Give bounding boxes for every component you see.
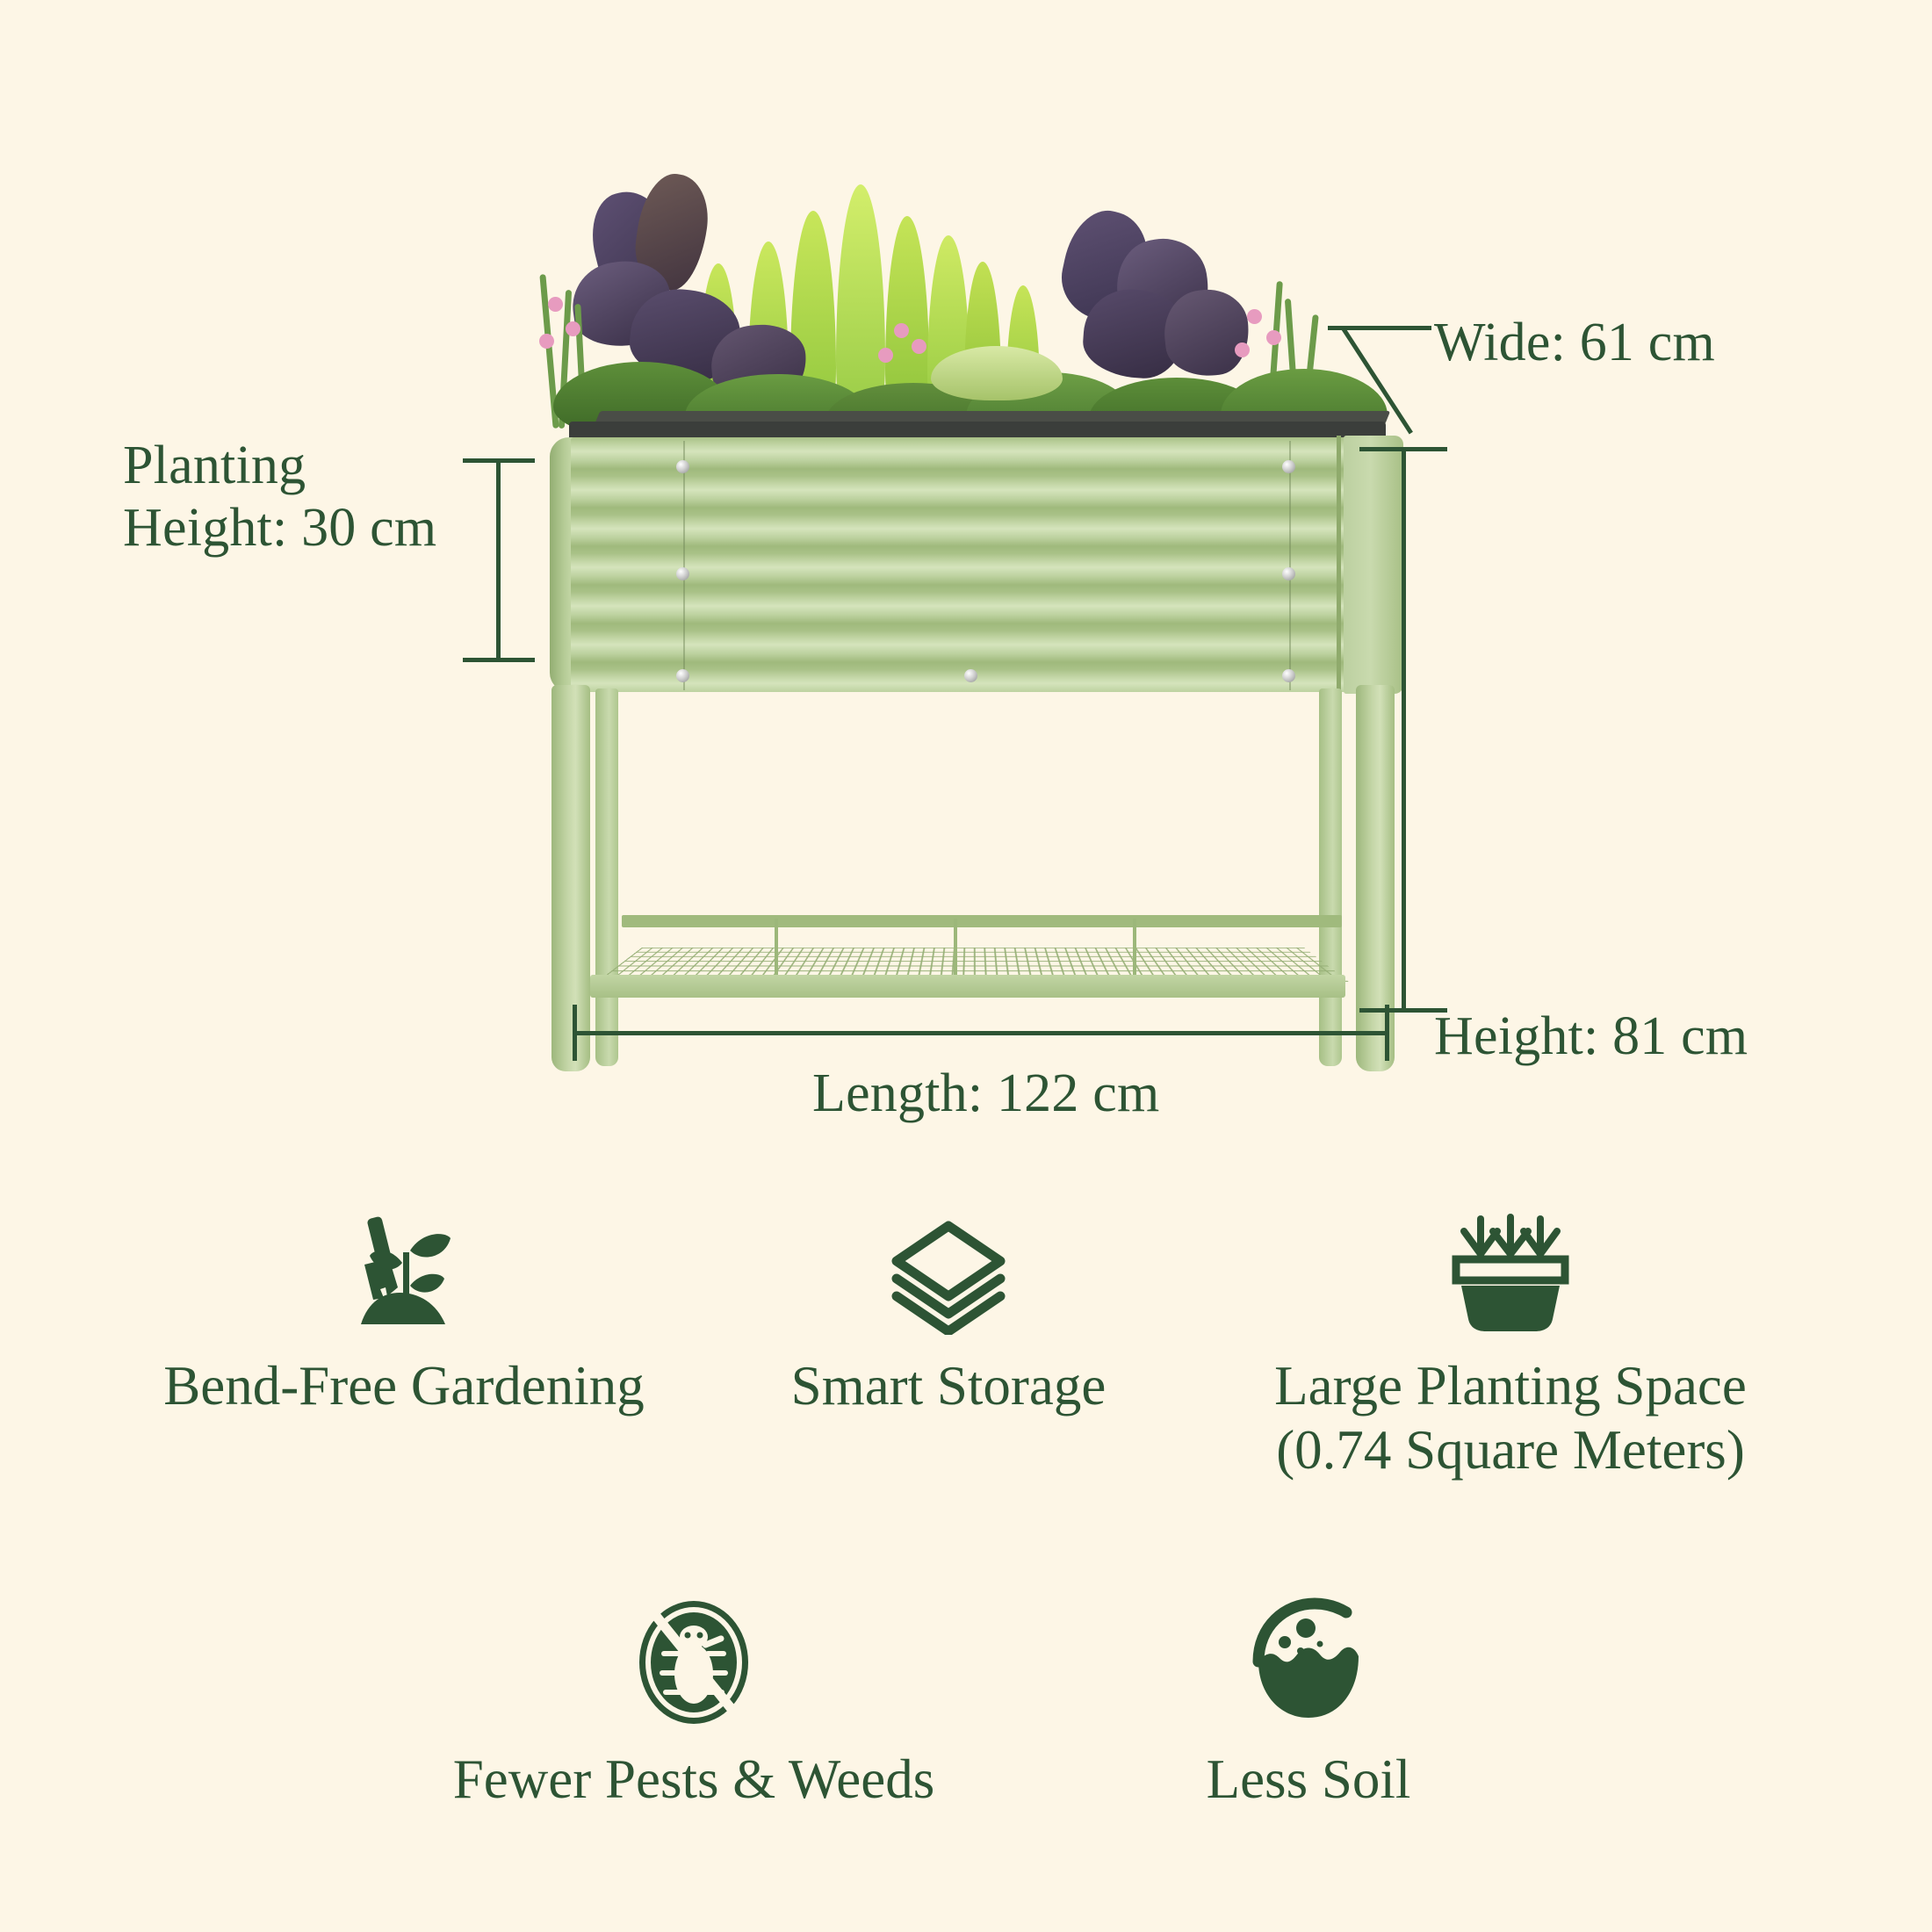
shelf-front-rail (590, 975, 1345, 998)
planting-height-dimension-line (496, 458, 501, 662)
screw (1282, 567, 1295, 580)
product-illustration (527, 158, 1423, 1071)
screw (676, 669, 689, 682)
panel-seam (1289, 441, 1291, 690)
screw (1282, 460, 1295, 473)
shovel-plant-soil-icon (338, 1203, 470, 1335)
feature-label: Smart Storage (790, 1355, 1107, 1417)
length-dimension-line (573, 1031, 1389, 1035)
screw (676, 567, 689, 580)
length-label: Length: 122 cm (812, 1063, 1160, 1123)
shelf-divider (775, 919, 778, 984)
feature-bend-free-gardening: Bend-Free Gardening (132, 1203, 676, 1418)
corrugated-bed-body (571, 437, 1368, 692)
feature-large-planting-space: Large Planting Space (0.74 Square Meters… (1221, 1203, 1800, 1482)
shelf-divider (954, 919, 957, 984)
shelf-divider (1133, 919, 1136, 984)
screw (676, 460, 689, 473)
planting-height-cap-bottom (463, 658, 535, 662)
wide-label: Wide: 61 cm (1434, 313, 1715, 372)
panel-seam (683, 441, 685, 690)
height-dimension-line (1402, 450, 1406, 1012)
screw (1282, 669, 1295, 682)
bed-right-edge (1337, 436, 1341, 694)
features-row-top: Bend-Free Gardening Smart Storage (0, 1203, 1932, 1482)
length-cap-right (1385, 1005, 1389, 1061)
foliage-cluster (527, 158, 1423, 448)
feature-label: Bend-Free Gardening (163, 1355, 645, 1417)
feature-smart-storage: Smart Storage (676, 1203, 1221, 1418)
stacked-layers-icon (883, 1203, 1014, 1335)
feature-label: Fewer Pests & Weeds (452, 1748, 935, 1810)
leg-front-left (551, 685, 590, 1071)
features-row-bottom: Fewer Pests & Weeds Less Soil (0, 1597, 1932, 1812)
planting-height-cap-top (463, 458, 535, 463)
feature-label: Less Soil (1206, 1748, 1411, 1810)
leg-back-right (1319, 688, 1342, 1066)
planter-with-sprouts-icon (1440, 1203, 1581, 1335)
soil-mound-icon (1243, 1597, 1374, 1728)
height-cap-bottom (1359, 1008, 1447, 1013)
bed-corner-post-right (1344, 436, 1403, 694)
screw (964, 669, 977, 682)
wide-cap-top (1328, 326, 1431, 330)
planting-height-label: Planting Height: 30 cm (123, 436, 437, 559)
feature-label: Large Planting Space (0.74 Square Meters… (1274, 1355, 1747, 1481)
height-cap-top (1359, 447, 1447, 451)
length-cap-left (573, 1005, 577, 1061)
feature-less-soil: Less Soil (1036, 1597, 1581, 1812)
no-bug-icon (628, 1597, 760, 1728)
leg-back-left (595, 688, 618, 1066)
height-label: Height: 81 cm (1434, 1006, 1748, 1066)
feature-fewer-pests-weeds: Fewer Pests & Weeds (351, 1597, 1036, 1812)
shelf-back-rail (622, 915, 1342, 927)
